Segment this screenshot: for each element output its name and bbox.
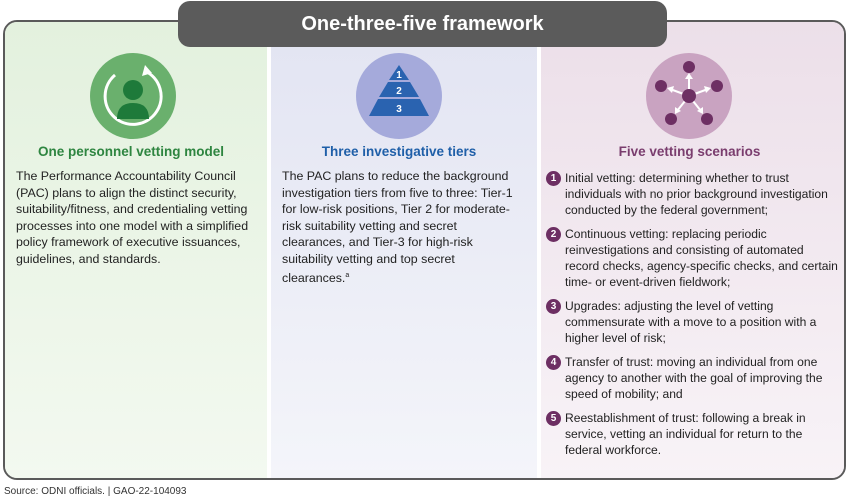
scenario-item: 5 Reestablishment of trust: following a … <box>546 410 838 458</box>
personnel-heading: One personnel vetting model <box>37 144 225 159</box>
hub-spoke-icon <box>646 53 732 144</box>
scenario-text: Transfer of trust: moving an individual … <box>565 355 823 401</box>
scenarios-heading: Five vetting scenarios <box>618 144 761 159</box>
pyramid-icon: 1 2 3 <box>356 53 442 144</box>
tier-2-label: 2 <box>396 86 402 97</box>
scenario-text: Initial vetting: determining whether to … <box>565 171 828 217</box>
personnel-description: The Performance Accountability Council (… <box>16 169 249 266</box>
framework-title: One-three-five framework <box>178 1 667 47</box>
tier-3-label: 3 <box>396 104 402 115</box>
scenario-number-badge: 4 <box>546 355 561 370</box>
scenario-number-badge: 5 <box>546 411 561 426</box>
scenario-number-badge: 2 <box>546 227 561 242</box>
scenario-text: Continuous vetting: replacing periodic r… <box>565 227 838 289</box>
scenario-list: 1 Initial vetting: determining whether t… <box>546 170 838 466</box>
scenario-text: Reestablishment of trust: following a br… <box>565 411 806 457</box>
scenario-item: 4 Transfer of trust: moving an individua… <box>546 354 838 402</box>
source-note: Source: ODNI officials. | GAO-22-104093 <box>4 486 187 497</box>
scenario-number-badge: 3 <box>546 299 561 314</box>
scenario-number-badge: 1 <box>546 171 561 186</box>
scenario-item: 2 Continuous vetting: replacing periodic… <box>546 226 838 290</box>
footnote-marker: a <box>345 271 350 279</box>
scenario-text: Upgrades: adjusting the level of vetting… <box>565 299 817 345</box>
tiers-description-wrap: The PAC plans to reduce the background i… <box>282 168 522 286</box>
tiers-heading: Three investigative tiers <box>321 144 477 159</box>
tiers-description: The PAC plans to reduce the background i… <box>282 169 513 285</box>
tier-1-label: 1 <box>396 70 402 81</box>
scenario-item: 1 Initial vetting: determining whether t… <box>546 170 838 218</box>
person-cycle-icon <box>90 53 176 144</box>
scenario-item: 3 Upgrades: adjusting the level of vetti… <box>546 298 838 346</box>
